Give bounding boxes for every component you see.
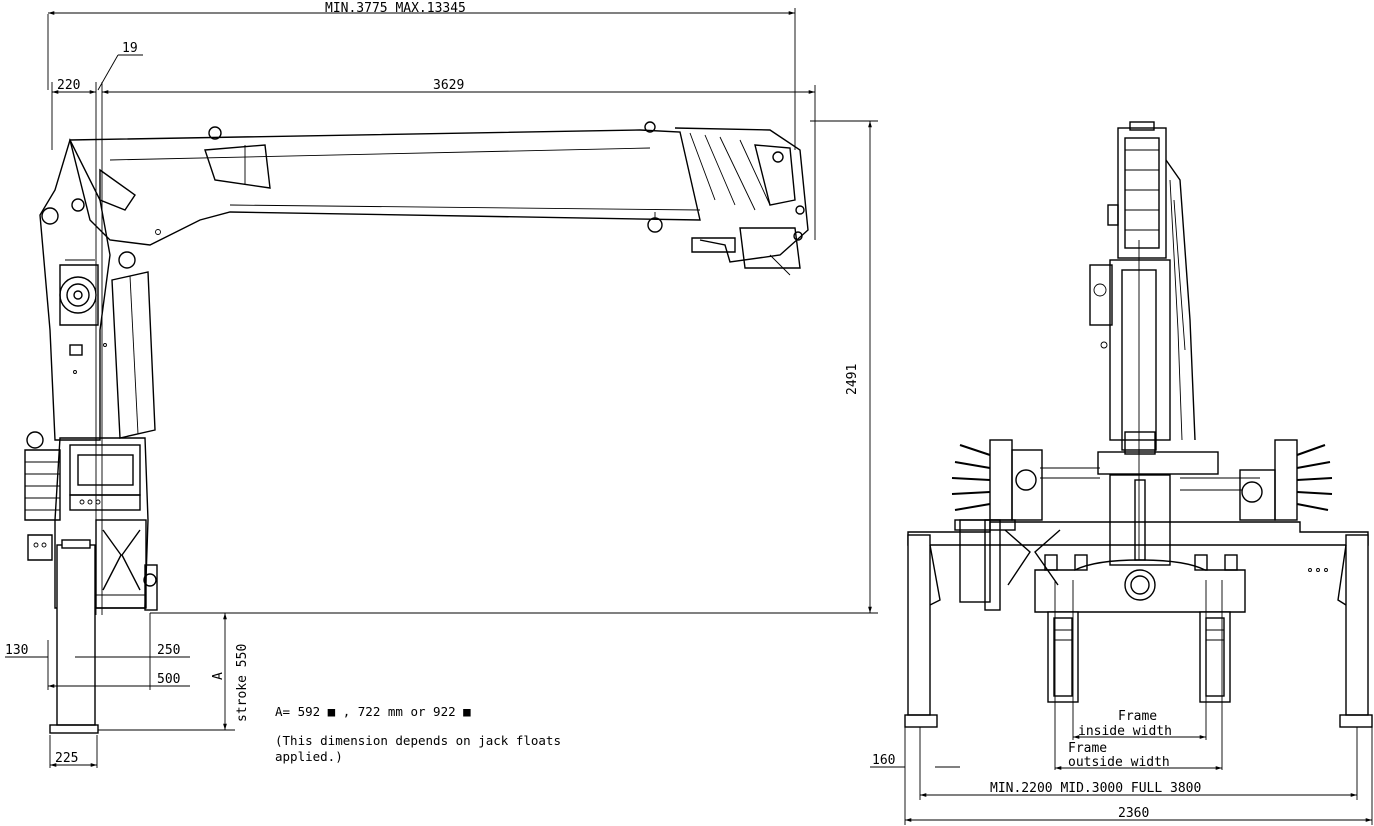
rear-column: [1089, 240, 1171, 560]
dim-225-label: 225: [55, 751, 78, 766]
frame-outside-label-1: Frame: [1068, 741, 1107, 756]
dim-19-label: 19: [122, 41, 138, 56]
dim-130-label: 130: [5, 643, 28, 658]
rear-outrigger-beam: [907, 519, 1369, 613]
dim-130-250-500: 130 250 500 225: [5, 613, 190, 768]
rear-boom: [1107, 121, 1196, 441]
rear-inner-jacks: [1047, 611, 1231, 703]
boom-length-label: MIN.3775 MAX.13345: [325, 1, 466, 16]
frame-inside-label-2: inside width: [1078, 724, 1172, 739]
note-line-1: A= 592 ■ , 722 mm or 922 ■: [275, 704, 471, 719]
frame-dimensions: Frame inside width Frame outside width: [1054, 580, 1223, 770]
note-line-2: (This dimension depends on jack floats: [275, 733, 561, 748]
rear-turret: [1040, 451, 1260, 566]
crane-column: [39, 138, 156, 441]
dim-250-label: 250: [157, 643, 180, 658]
dim-160: 160: [870, 727, 960, 825]
dim-2360-label: 2360: [1118, 806, 1149, 821]
dim-2360: 2360: [905, 727, 1373, 825]
dim-220-3629: 220 3629: [51, 78, 816, 615]
side-view: MIN.3775 MAX.13345 19 220 3629 2491: [5, 1, 878, 768]
crane-base: [24, 431, 158, 734]
dim-2491: 2491: [150, 120, 878, 614]
rear-levers-right: [1239, 439, 1333, 521]
dim-160-label: 160: [872, 753, 895, 768]
rear-view: Frame inside width Frame outside width M…: [870, 121, 1373, 825]
dim-19: 19: [97, 41, 143, 91]
outrigger-span-label: MIN.2200 MID.3000 FULL 3800: [990, 781, 1201, 796]
dim-a-label: A: [211, 672, 226, 680]
frame-outside-label-2: outside width: [1068, 755, 1170, 770]
dim-220-label: 220: [57, 78, 80, 93]
dim-stroke: A stroke 550: [98, 612, 250, 731]
note: A= 592 ■ , 722 mm or 922 ■ (This dimensi…: [275, 704, 561, 764]
stroke-label: stroke 550: [235, 644, 250, 722]
dim-500-label: 500: [157, 672, 180, 687]
note-line-3: applied.): [275, 749, 343, 764]
crane-boom: [69, 121, 809, 276]
boom-length-dimension: MIN.3775 MAX.13345: [47, 1, 796, 150]
dim-3629-label: 3629: [433, 78, 464, 93]
rear-levers-left: [951, 439, 1043, 531]
frame-inside-label-1: Frame: [1118, 709, 1157, 724]
rear-outer-legs: [904, 534, 1373, 728]
outrigger-span-dimension: MIN.2200 MID.3000 FULL 3800: [919, 727, 1358, 800]
dim-2491-label: 2491: [845, 364, 860, 395]
